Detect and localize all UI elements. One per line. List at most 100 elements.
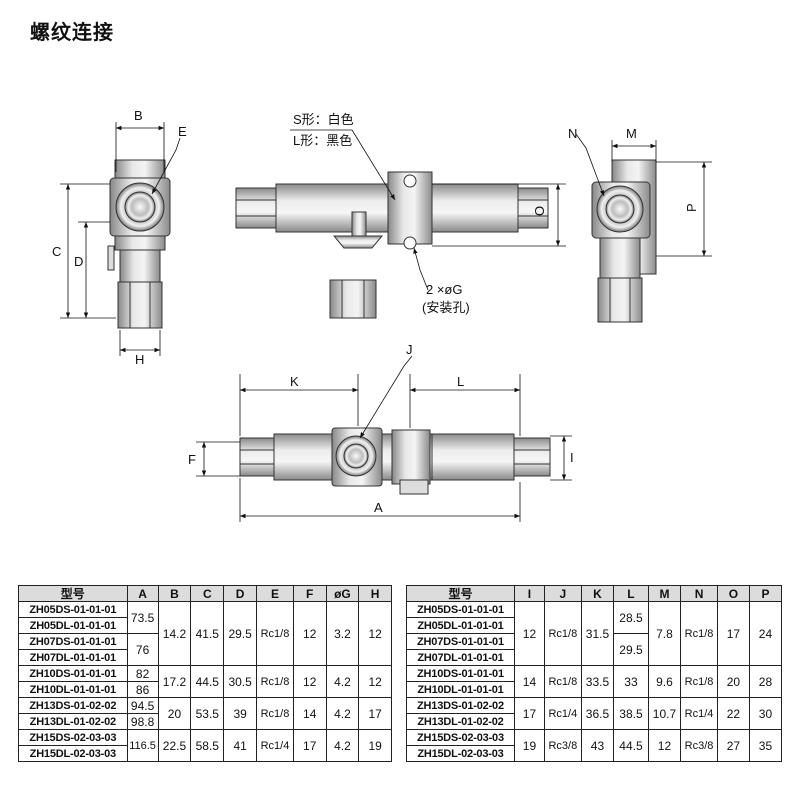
dim-E-label: E: [178, 124, 187, 139]
cell-H: 12: [358, 601, 392, 666]
col-header-E: E: [256, 585, 294, 602]
dim-I-label: I: [570, 450, 574, 465]
cell-F: 12: [292, 665, 327, 698]
cell-B: 20: [157, 697, 192, 730]
spec-table-1: 型号 A B C D E F øG H ZH05DS-01-01-01 73.5…: [18, 585, 392, 762]
col-header-O: O: [716, 585, 750, 602]
col-header-K: K: [580, 585, 615, 602]
dim-P-label: P: [684, 203, 699, 212]
cell-C: 58.5: [190, 729, 225, 762]
top-view: [239, 427, 551, 495]
model-cell: ZH07DS-01-01-01: [406, 633, 515, 650]
cell-K: 33.5: [580, 665, 615, 698]
color-label-l: L形：黑色: [293, 133, 352, 148]
cell-H: 19: [358, 729, 392, 762]
cell-I: 17: [513, 697, 546, 730]
table-row: ZH05DL-01-01-01: [406, 617, 782, 634]
technical-drawing: B E C D H S形：白色 L形：黑色 O 2 ×øG (安装孔): [52, 108, 712, 522]
model-cell: ZH05DS-01-01-01: [18, 601, 128, 618]
table-row: ZH15DL-02-03-03: [18, 745, 392, 762]
cell-J: Rc1/8: [544, 665, 582, 698]
cell-G: 4.2: [325, 665, 360, 698]
cell-I: 14: [513, 665, 546, 698]
table-row: ZH10DS-01-01-01 14 Rc1/8 33.5 33 9.6 Rc1…: [406, 665, 783, 698]
cell-H: 17: [358, 697, 392, 730]
table-row: ZH15DS-02-03-03 19 Rc3/8 43 44.5 12 Rc3/…: [406, 729, 783, 762]
table-row: ZH07DS-01-01-01 29.5: [406, 633, 782, 666]
dim-A-label: A: [374, 500, 383, 515]
cell-A: 116.5: [126, 729, 159, 762]
cell-G: 4.2: [325, 729, 360, 762]
spec-table-2: 型号 I J K L M N O P ZH05DS-01-01-01 12 Rc…: [406, 585, 783, 762]
table-row: ZH15DS-02-03-03 116.5 22.5 58.5 41 Rc1/4…: [18, 729, 392, 762]
dim-C-label: C: [52, 244, 61, 259]
mount-hole-note: (安装孔): [422, 300, 470, 315]
col-header-F: F: [292, 585, 327, 602]
table-row: ZH10DS-01-01-01 82 17.2 44.5 30.5 Rc1/8 …: [18, 665, 392, 698]
front-view: [235, 171, 549, 319]
model-cell: ZH07DS-01-01-01: [18, 633, 128, 650]
cell-F: 17: [292, 729, 327, 762]
model-cell: ZH15DL-02-03-03: [406, 745, 515, 762]
cell-M: 10.7: [647, 697, 682, 730]
table-row: ZH13DL-01-02-02 98.8: [18, 713, 392, 730]
table-row: ZH13DS-01-02-02 94.5 20 53.5 39 Rc1/8 14…: [18, 697, 392, 730]
cell-B: 22.5: [157, 729, 192, 762]
cell-L: 33: [613, 665, 649, 698]
cell-K: 36.5: [580, 697, 615, 730]
cell-E: Rc1/4: [256, 729, 294, 762]
cell-F: 12: [292, 601, 327, 666]
cell-N: Rc1/4: [680, 697, 718, 730]
model-cell: ZH07DL-01-01-01: [406, 649, 515, 666]
col-header-B: B: [157, 585, 192, 602]
table-row: ZH05DS-01-01-01 73.5 14.2 41.5 29.5 Rc1/…: [18, 601, 392, 666]
cell-A: 98.8: [126, 713, 159, 730]
col-header-I: I: [513, 585, 546, 602]
col-header-D: D: [223, 585, 258, 602]
table-row: ZH13DS-01-02-02 17 Rc1/4 36.5 38.5 10.7 …: [406, 697, 783, 730]
cell-D: 29.5: [223, 601, 258, 666]
cell-M: 9.6: [647, 665, 682, 698]
cell-C: 44.5: [190, 665, 225, 698]
cell-L: 44.5: [613, 729, 649, 762]
cell-K: 31.5: [580, 601, 615, 666]
col-header-M: M: [647, 585, 682, 602]
cell-D: 30.5: [223, 665, 258, 698]
color-label-s: S形：白色: [293, 112, 354, 127]
table-row: ZH10DL-01-01-01: [406, 681, 782, 698]
col-header-J: J: [544, 585, 582, 602]
model-cell: ZH05DL-01-01-01: [18, 617, 128, 634]
cell-J: Rc1/8: [544, 601, 582, 666]
page-title: 螺纹连接: [30, 20, 114, 44]
cell-P: 30: [748, 697, 783, 730]
cell-J: Rc3/8: [544, 729, 582, 762]
model-cell: ZH05DS-01-01-01: [406, 601, 515, 618]
model-cell: ZH13DS-01-02-02: [406, 697, 515, 714]
dim-L-label: L: [457, 374, 464, 389]
cell-L: 28.5: [613, 601, 649, 634]
right-side-view: [591, 159, 657, 323]
col-header-L: L: [613, 585, 649, 602]
cell-M: 12: [647, 729, 682, 762]
dim-O-label: O: [532, 206, 547, 216]
cell-G: 3.2: [325, 601, 360, 666]
cell-O: 27: [716, 729, 750, 762]
col-header-model: 型号: [406, 585, 515, 602]
model-cell: ZH15DS-02-03-03: [18, 729, 128, 746]
col-header-A: A: [126, 585, 159, 602]
left-side-view: [107, 159, 171, 329]
col-header-model: 型号: [18, 585, 128, 602]
cell-P: 28: [748, 665, 783, 698]
col-header-N: N: [680, 585, 718, 602]
model-cell: ZH10DS-01-01-01: [406, 665, 515, 682]
model-cell: ZH13DL-01-02-02: [406, 713, 515, 730]
cell-P: 24: [748, 601, 783, 666]
cell-M: 7.8: [647, 601, 682, 666]
cell-B: 17.2: [157, 665, 192, 698]
model-cell: ZH10DL-01-01-01: [406, 681, 515, 698]
cell-A: 82: [126, 665, 159, 682]
cell-I: 12: [513, 601, 546, 666]
table-row: ZH05DS-01-01-01 12 Rc1/8 31.5 28.5 7.8 R…: [406, 601, 783, 666]
model-cell: ZH13DL-01-02-02: [18, 713, 128, 730]
dim-F-label: F: [188, 452, 196, 467]
